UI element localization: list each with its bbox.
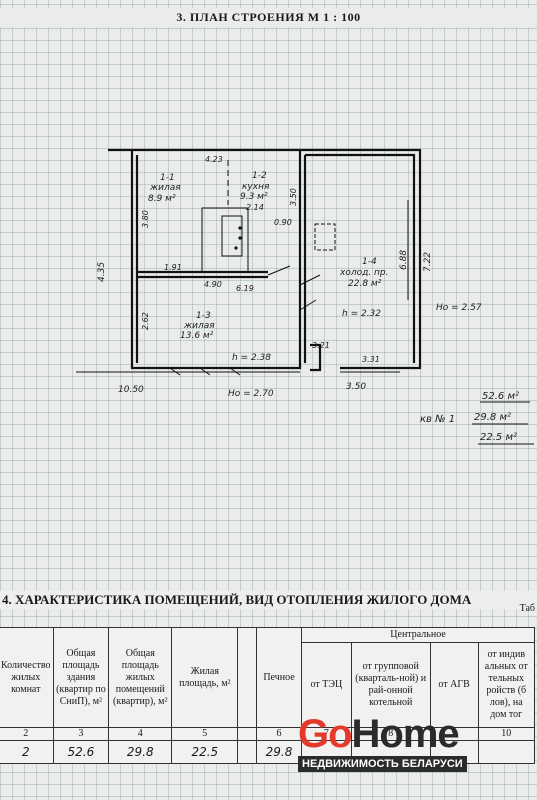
section-title: 4. ХАРАКТЕРИСТИКА ПОМЕЩЕНИЙ, ВИД ОТОПЛЕН… — [0, 591, 537, 609]
table-label: Таб — [519, 603, 535, 614]
gohome-logo: GoHome НЕДВИЖИМОСТЬ БЕЛАРУСИ — [298, 714, 498, 774]
area-totals: 52.6 м² кв № 1 29.8 м² 22.5 м² — [420, 391, 534, 445]
height-h2: h = 2.38 — [232, 353, 271, 363]
plan-title: 3. ПЛАН СТРОЕНИЯ М 1 : 100 — [0, 8, 537, 27]
header-central-group: Центральное — [301, 627, 535, 643]
header-blank — [237, 627, 257, 728]
dim-10-50: 10.50 — [118, 385, 144, 395]
room-1-2-name: кухня — [242, 182, 270, 192]
room-1-4-name: холод. пр. — [339, 268, 389, 278]
header-agv: от АГВ — [429, 642, 479, 728]
header-group-boiler: от групповой (кварталь-ной) и рай-онной … — [350, 642, 431, 728]
val-living-area: 22.5 — [171, 740, 239, 764]
room-1-1-label: 1-1 жилая 8.9 м² — [148, 173, 181, 204]
dim-0-90: 0.90 — [274, 218, 292, 227]
col-num-6: 6 — [255, 727, 303, 741]
table-header-row: от ТЭЦ от групповой (кварталь-ной) и рай… — [0, 642, 535, 728]
floor-plan-drawing: 1-1 жилая 8.9 м² 1-2 кухня 9.3 м² 1-3 жи… — [76, 148, 534, 445]
logo-go: Go — [298, 712, 353, 756]
dim-6-88: 6.88 — [399, 250, 409, 270]
val-living-total: 29.8 — [108, 740, 173, 764]
val-stove: 29.8 — [255, 740, 303, 764]
dim-4-90: 4.90 — [204, 280, 222, 289]
total-area-line2: 29.8 м² — [474, 412, 511, 423]
table-group-row: Количество жилых комнат Общая площадь зд… — [0, 627, 535, 728]
room-1-3-label: 1-3 жилая 13.6 м² — [180, 311, 215, 341]
dim-3-31: 3.31 — [362, 355, 380, 364]
room-1-4-label: 1-4 холод. пр. 22.8 м² — [339, 257, 389, 289]
room-1-1-area: 8.9 м² — [148, 194, 176, 204]
room-1-4-num: 1-4 — [362, 257, 377, 267]
dim-1-91: 1.91 — [164, 263, 182, 272]
col-num-2: 3 — [52, 727, 110, 741]
characteristics-table: Количество жилых комнат Общая площадь зд… — [0, 627, 535, 764]
room-1-1-num: 1-1 — [160, 173, 175, 183]
header-tec: от ТЭЦ — [301, 642, 352, 728]
dim-4-23: 4.23 — [205, 155, 223, 164]
logo-tagline: НЕДВИЖИМОСТЬ БЕЛАРУСИ — [298, 756, 467, 772]
total-prefix: кв № 1 — [420, 414, 455, 425]
dim-3-80: 3.80 — [141, 210, 150, 228]
dim-7-22: 7.22 — [423, 252, 433, 272]
val-rooms: 2 — [0, 740, 54, 764]
col-num-1: 2 — [0, 727, 54, 741]
header-rooms: Количество жилых комнат — [0, 627, 54, 728]
val-total-area: 52.6 — [52, 740, 110, 764]
walls — [76, 148, 422, 376]
dim-2-14: 2.14 — [246, 203, 264, 212]
room-1-3-area: 13.6 м² — [180, 331, 214, 341]
total-area-line1: 52.6 м² — [482, 391, 519, 402]
header-individual: от индив альных от тельных ройств (б лов… — [477, 642, 535, 728]
header-living-area: Жилая площадь, м² — [171, 627, 239, 728]
room-1-1-name: жилая — [149, 183, 181, 193]
room-1-2-num: 1-2 — [252, 171, 267, 181]
header-stove: Печное — [255, 627, 303, 728]
height-h1: h = 2.32 — [342, 309, 381, 319]
col-num-3: 4 — [108, 727, 173, 741]
header-total-area: Общая площадь здания (квартир по СниП), … — [52, 627, 110, 728]
dim-3-50-b: 3.50 — [346, 382, 366, 392]
val-individual — [477, 740, 535, 764]
room-1-4-area: 22.8 м² — [348, 279, 382, 289]
val-blank — [237, 740, 257, 764]
room-1-2-area: 9.3 м² — [240, 192, 268, 202]
total-area-line3: 22.5 м² — [480, 432, 517, 443]
dim-3-21: 3.21 — [312, 341, 330, 350]
dim-6-19: 6.19 — [236, 284, 254, 293]
room-1-2-label: 1-2 кухня 9.3 м² — [240, 171, 270, 202]
col-num-5 — [237, 727, 257, 741]
header-living-total: Общая площадь жилых помещений (квартир),… — [108, 627, 173, 728]
height-h0a: Но = 2.57 — [436, 303, 482, 313]
height-h0b: Но = 2.70 — [228, 389, 274, 399]
dim-3-50-a: 3.50 — [289, 188, 298, 206]
dim-4-35: 4.35 — [97, 262, 107, 282]
height-labels: h = 2.32 h = 2.38 Но = 2.57 Но = 2.70 — [228, 303, 482, 399]
table-number-row: 2 3 4 5 6 7 8 9 10 — [0, 727, 535, 741]
col-num-4: 5 — [171, 727, 239, 741]
dimension-labels: 4.23 3.80 4.35 2.62 1.91 4.90 6.19 0.90 … — [97, 155, 433, 395]
logo-home: Home — [351, 712, 460, 756]
room-1-3-name: жилая — [183, 321, 215, 331]
room-1-3-num: 1-3 — [196, 311, 211, 321]
logo-wordmark: GoHome — [298, 714, 498, 754]
dim-2-62: 2.62 — [141, 312, 150, 330]
